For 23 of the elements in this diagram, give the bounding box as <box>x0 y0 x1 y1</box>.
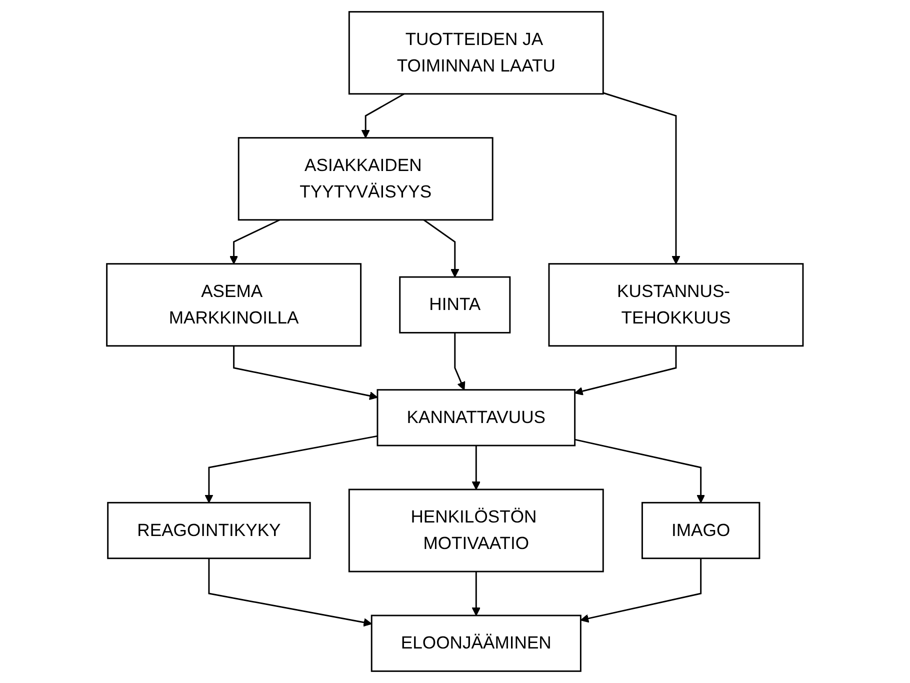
node-box: ELOONJÄÄMINEN <box>370 614 582 672</box>
arrow <box>472 572 481 616</box>
arrow <box>580 558 702 623</box>
arrow <box>208 558 372 627</box>
arrow <box>233 346 378 400</box>
arrow <box>230 219 280 264</box>
node-box: ASEMA MARKKINOILLA <box>106 263 362 347</box>
arrow <box>423 219 460 278</box>
arrow <box>574 346 677 396</box>
arrow <box>361 93 405 138</box>
node-box: TUOTTEIDEN JA TOIMINNAN LAATU <box>348 11 604 95</box>
arrow <box>454 332 466 390</box>
arrow <box>472 446 481 490</box>
node-box: REAGOINTIKYKY <box>107 502 311 560</box>
arrow <box>574 438 706 504</box>
node-box: KUSTANNUS- TEHOKKUUS <box>548 263 804 347</box>
arrow <box>603 92 680 264</box>
node-box: HENKILÖSTÖN MOTIVAATIO <box>348 488 604 572</box>
node-box: HINTA <box>399 276 511 334</box>
node-box: IMAGO <box>642 502 760 560</box>
node-box: KANNATTAVUUS <box>376 389 576 446</box>
arrow <box>204 435 378 504</box>
node-box: ASIAKKAIDEN TYYTYVÄISYYS <box>238 137 494 221</box>
